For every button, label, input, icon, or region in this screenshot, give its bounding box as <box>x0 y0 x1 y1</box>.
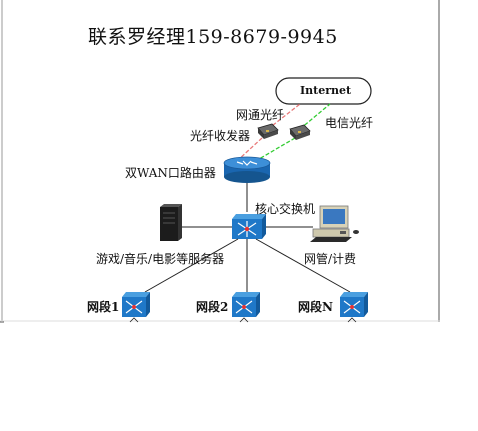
router-icon <box>223 156 271 183</box>
contact-text: 联系罗经理159-8679-9945 <box>88 26 338 48</box>
computer-icon <box>310 205 359 242</box>
telecom-fiber-line-top <box>299 103 331 130</box>
netcom-fiber-label: 网通光纤 <box>236 108 285 122</box>
core-switch-icon <box>232 214 266 239</box>
core-switch-label: 核心交换机 <box>255 202 316 216</box>
telecom-fiber-label: 电信光纤 <box>325 116 374 130</box>
fiber-transceiver-icon <box>289 124 311 140</box>
servers-label: 游戏/音乐/电影等服务器 <box>96 252 225 266</box>
segment-1-switch-icon <box>122 292 150 317</box>
segment-n-switch-icon <box>340 292 368 317</box>
segment-n-label: 网段N <box>298 300 333 314</box>
segment-2-label: 网段2 <box>196 300 229 314</box>
segment-2-switch-icon <box>232 292 260 317</box>
segment-n-line <box>255 238 351 293</box>
fiber-transceiver-label: 光纤收发器 <box>190 129 251 143</box>
internet-label: Internet <box>300 84 352 97</box>
netcom-fiber-line-bottom <box>237 137 263 161</box>
segment-1-label: 网段1 <box>87 300 120 314</box>
fiber-transceiver-icon <box>257 123 279 139</box>
server-icon <box>160 204 182 241</box>
management-pc-label: 网管/计费 <box>304 252 357 266</box>
segment-1-line <box>144 238 239 293</box>
router-label: 双WAN口路由器 <box>125 166 216 180</box>
internet-cloud <box>275 77 372 105</box>
